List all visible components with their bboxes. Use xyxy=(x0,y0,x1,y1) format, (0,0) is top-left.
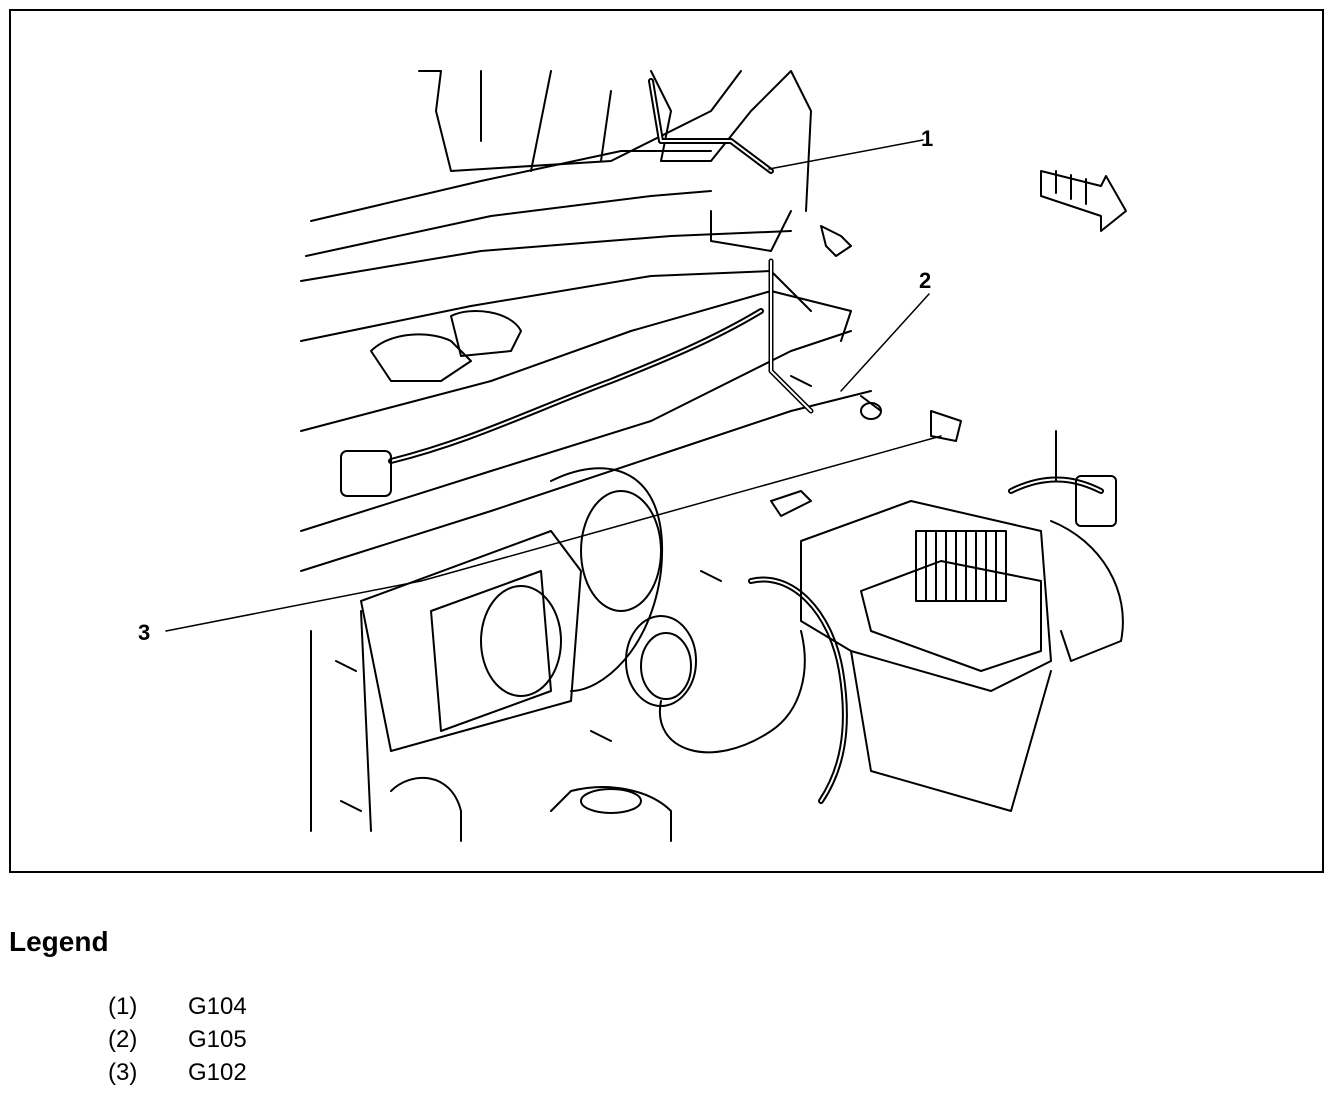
legend-ground-name: G105 xyxy=(188,1026,247,1053)
lower-panel xyxy=(310,467,664,842)
legend-list: (1) G104 (2) G105 (3) G102 xyxy=(108,990,247,1089)
callout-2: 2 xyxy=(919,268,932,293)
legend-item: (2) G105 xyxy=(108,1023,247,1056)
callout-3: 3 xyxy=(138,620,151,645)
legend-title: Legend xyxy=(9,926,109,957)
callout-1: 1 xyxy=(921,126,934,151)
legend-ground-name: G102 xyxy=(188,1059,247,1086)
fuse-block xyxy=(800,430,1124,812)
legend-ground-name: G104 xyxy=(188,993,247,1020)
legend-number: (2) xyxy=(108,1026,138,1053)
legend-number: (3) xyxy=(108,1059,138,1086)
legend-item: (1) G104 xyxy=(108,990,247,1023)
cross-member xyxy=(300,270,872,572)
legend-number: (1) xyxy=(108,993,138,1020)
diagram-frame: 1 2 3 xyxy=(9,9,1324,873)
legend-item: (3) G102 xyxy=(108,1056,247,1089)
leader-lines xyxy=(165,139,942,632)
direction-arrow xyxy=(1040,170,1127,232)
grommet xyxy=(550,576,848,842)
wiring-harness xyxy=(340,78,814,497)
ground-location-illustration xyxy=(165,70,1127,842)
upper-body-panel xyxy=(300,70,812,282)
bolts xyxy=(335,225,962,812)
